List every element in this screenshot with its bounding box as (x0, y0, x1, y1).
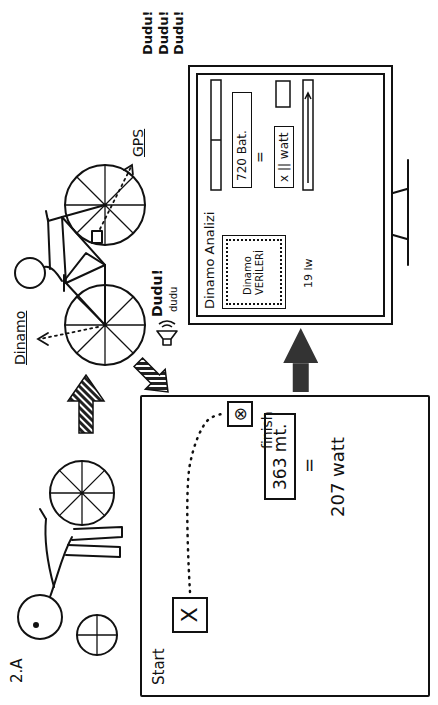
sound-effect: Dudu! Dudu! Dudu! (140, 3, 187, 55)
sound-effect: dudu (168, 287, 180, 312)
gps-label: GPS (130, 129, 147, 157)
finish-box: ⊗finish (227, 401, 253, 427)
start-box: StartX (172, 597, 208, 633)
power-value: 207 watt (327, 437, 349, 517)
bicycle-figure (15, 165, 145, 365)
equals-sign: = (298, 458, 320, 473)
screen-title: Dinamo Analizi (202, 212, 218, 309)
speaker-icon (157, 321, 177, 345)
sound-effect: Dudu! (149, 269, 166, 317)
start-mark: X (174, 599, 206, 631)
distance-value: 363 mt. (270, 423, 290, 490)
screen-bars (211, 80, 313, 190)
dynamo-label: Dinamo (12, 311, 29, 365)
pointer-line (38, 165, 133, 345)
value-box: x || watt (274, 126, 294, 188)
rider-figure (18, 461, 122, 655)
finish-mark: ⊗ (229, 403, 251, 425)
route-line (187, 414, 222, 592)
map-box: =207 wattStartX⊗finish363 mt. (140, 395, 430, 697)
screen-panel: Dinamo Analizi = 19 lw Dinamo VERİLERİ 720 B… (188, 65, 393, 325)
equals-sign: = (252, 151, 269, 163)
flow-arrow (293, 363, 309, 392)
data-box: Dinamo VERİLERİ (226, 239, 282, 305)
flow-arrow (68, 375, 104, 433)
start-label: Start (150, 648, 168, 685)
small-value: 19 lw (302, 258, 315, 288)
battery-value: 720 Bat. (235, 99, 249, 181)
screen-stand (393, 160, 408, 265)
figure-number: 2.A (8, 658, 26, 683)
data-box-title: Dinamo VERİLERİ (242, 250, 266, 295)
value-box: 720 Bat. (232, 92, 252, 188)
watt-value: x || watt (277, 132, 291, 182)
